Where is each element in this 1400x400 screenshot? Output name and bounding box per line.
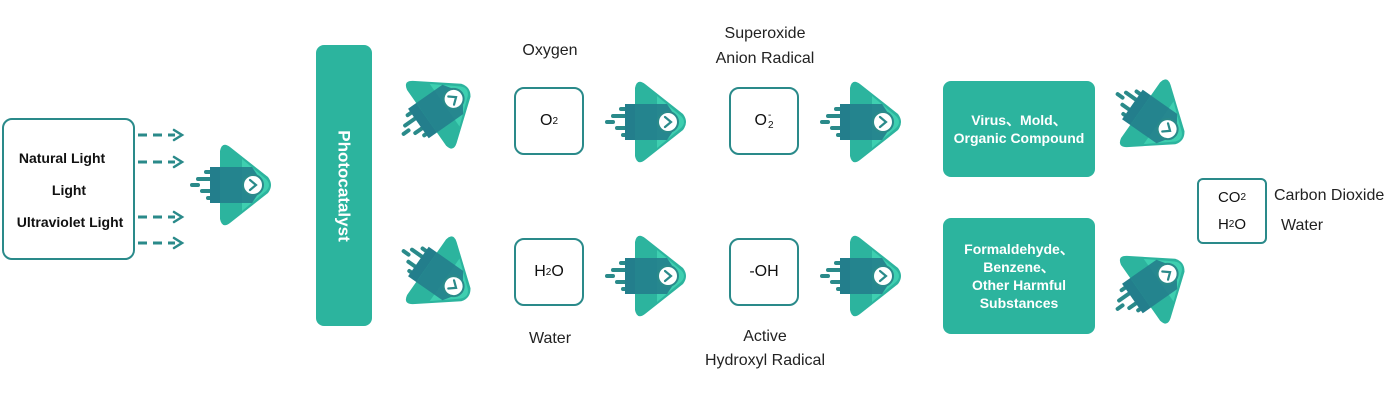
formaldehyde-line1: Formaldehyde、: [964, 241, 1074, 257]
virus-mold-line2: Organic Compound: [953, 130, 1085, 146]
superoxide-label-line2: Anion Radical: [715, 50, 815, 67]
arrow-icon-formaldehyde-to-result: [1091, 229, 1207, 345]
water-result-label: Water: [1281, 217, 1324, 234]
hydroxyl-label-line2: Hydroxyl Radical: [704, 352, 826, 369]
arrow-icon-catalyst-to-oxygen: [377, 54, 493, 170]
arrow-icon-hydroxyl-to-formaldehyde: [818, 234, 903, 318]
water-label: Water: [528, 330, 572, 347]
virus-mold-line1: Virus、Mold、: [971, 112, 1067, 128]
photocatalyst-bar: Photocatalyst: [316, 45, 372, 326]
superoxide-box: [729, 87, 799, 155]
result-box: [1197, 178, 1267, 244]
hydroxyl-formula: -OH: [749, 263, 779, 280]
superoxide-formula: O-2: [754, 110, 774, 131]
formaldehyde-line3: Other Harmful: [971, 277, 1067, 293]
arrow-icon-virus-to-result: [1091, 58, 1207, 174]
hydroxyl-label-line1: Active: [743, 328, 787, 345]
carbon-dioxide-label: Carbon Dioxide: [1274, 187, 1385, 204]
light-source-uv: Ultraviolet Light: [16, 214, 124, 230]
oxygen-box: [514, 87, 584, 155]
arrow-icon-catalyst-to-water: [377, 215, 493, 331]
formaldehyde-line4: Substances: [979, 295, 1059, 311]
water-box: [514, 238, 584, 306]
light-source-box: [2, 118, 135, 260]
formaldehyde-box: Formaldehyde、 Benzene、 Other Harmful Sub…: [943, 218, 1095, 334]
virus-mold-box: Virus、Mold、 Organic Compound: [943, 81, 1095, 177]
arrow-icon-light-to-catalyst: [188, 143, 273, 227]
arrow-icon-oxygen-to-superoxide: [603, 80, 688, 164]
oxygen-label: Oxygen: [522, 42, 578, 59]
light-source-natural: Natural Light: [18, 150, 106, 166]
hydroxyl-box: [729, 238, 799, 306]
photocatalyst-label: Photocatalyst: [335, 129, 355, 242]
arrow-icon-water-to-hydroxyl: [603, 234, 688, 318]
light-source-light: Light: [51, 182, 87, 198]
formaldehyde-line2: Benzene、: [983, 259, 1055, 275]
superoxide-label-line1: Superoxide: [724, 25, 806, 42]
arrow-icon-superoxide-to-virus: [818, 80, 903, 164]
